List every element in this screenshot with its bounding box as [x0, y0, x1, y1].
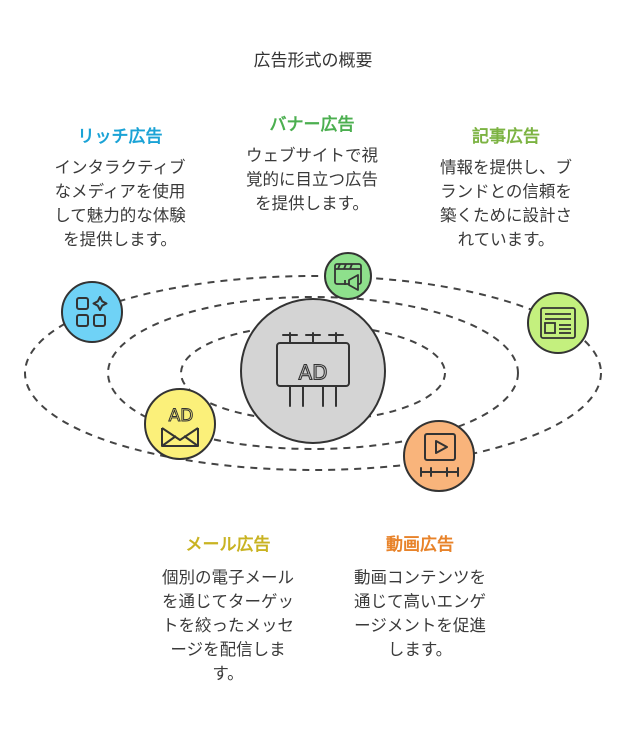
rich-ad-node	[61, 281, 123, 343]
billboard-label: AD	[298, 361, 327, 385]
mail-ad-icon	[161, 427, 199, 447]
mail-icon-label: AD	[169, 406, 194, 426]
heading-article: 記事広告	[472, 127, 540, 147]
heading-mail: メール広告	[185, 535, 271, 555]
article-ad-node	[527, 292, 589, 354]
diagram-title: 広告形式の概要	[253, 51, 373, 71]
desc-banner: ウェブサイトで視 覚的に目立つ広告 を提供します。	[217, 144, 407, 216]
desc-line: トを絞ったメッセ	[162, 616, 294, 635]
heading-video: 動画広告	[386, 535, 454, 555]
desc-line: を提供します。	[63, 230, 177, 249]
desc-line: します。	[387, 640, 453, 659]
desc-line: ランドとの信頼を	[440, 182, 572, 201]
desc-line: 情報を提供し、ブ	[440, 158, 572, 177]
desc-rich: インタラクティブ なメディアを使用 して魅力的な体験 を提供します。	[25, 156, 215, 252]
billboard-icon	[276, 332, 350, 407]
desc-line: インタラクティブ	[54, 158, 186, 177]
desc-mail: 個別の電子メール を通じてターゲッ トを絞ったメッセ ージを配信しま す。	[133, 566, 323, 686]
desc-line: を通じてターゲッ	[162, 592, 294, 611]
desc-line: ウェブサイトで視	[246, 146, 378, 165]
desc-line: 個別の電子メール	[162, 568, 294, 587]
desc-line: れています。	[457, 230, 555, 249]
desc-line: 通じて高いエンゲ	[354, 592, 486, 611]
banner-ad-node	[324, 252, 372, 300]
mail-ad-node: AD	[144, 388, 216, 460]
article-icon	[540, 307, 576, 339]
desc-line: なメディアを使用	[54, 182, 186, 201]
desc-line: を提供します。	[255, 194, 369, 213]
desc-video: 動画コンテンツを 通じて高いエンゲ ージメントを促進 します。	[325, 566, 515, 662]
desc-line: して魅力的な体験	[54, 206, 186, 225]
center-billboard-node: AD	[240, 298, 386, 444]
desc-line: ージを配信しま	[170, 640, 286, 659]
desc-line: 覚的に目立つ広告	[246, 170, 378, 189]
desc-line: 動画コンテンツを	[354, 568, 486, 587]
video-play-icon	[420, 433, 459, 477]
heading-banner: バナー広告	[269, 115, 355, 135]
orbit-outer	[24, 275, 602, 471]
banner-screen-icon	[334, 263, 362, 291]
widgets-icon	[76, 296, 108, 327]
desc-line: 築くために設計さ	[440, 206, 572, 225]
video-ad-node	[403, 420, 475, 492]
desc-line: ージメントを促進	[354, 616, 486, 635]
desc-line: す。	[212, 664, 244, 683]
heading-rich: リッチ広告	[77, 127, 163, 147]
orbit-middle	[107, 296, 519, 450]
desc-article: 情報を提供し、ブ ランドとの信頼を 築くために設計さ れています。	[411, 156, 601, 252]
